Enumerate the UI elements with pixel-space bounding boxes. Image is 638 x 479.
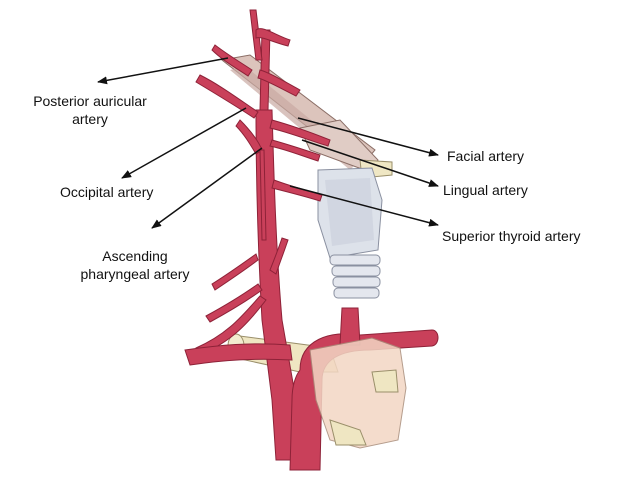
label-posterior-auricular-line1: Posterior auricular [33,93,147,109]
arrow-superior-thyroid [289,185,439,227]
arrow-ascending-pharyngeal [151,147,263,229]
larynx-trachea [317,159,393,299]
label-occipital: Occipital artery [60,184,154,200]
label-ascending-pharyngeal-line1: Ascending [102,248,168,264]
label-posterior-auricular-line2: artery [72,111,108,127]
label-ascending-pharyngeal-line2: pharyngeal artery [80,266,190,282]
label-superior-thyroid: Superior thyroid artery [442,228,581,244]
arrow-facial [297,117,439,157]
label-lingual: Lingual artery [443,182,528,198]
arrow-posterior-auricular [97,57,229,85]
pleura-overlay [309,337,407,449]
label-ascending-pharyngeal: Ascending pharyngeal artery [70,247,200,283]
arrow-lingual [301,139,439,187]
pointer-arrows [97,57,439,229]
label-posterior-auricular: Posterior auricular artery [20,92,160,128]
arrow-occipital [121,107,247,179]
label-facial: Facial artery [447,148,525,164]
